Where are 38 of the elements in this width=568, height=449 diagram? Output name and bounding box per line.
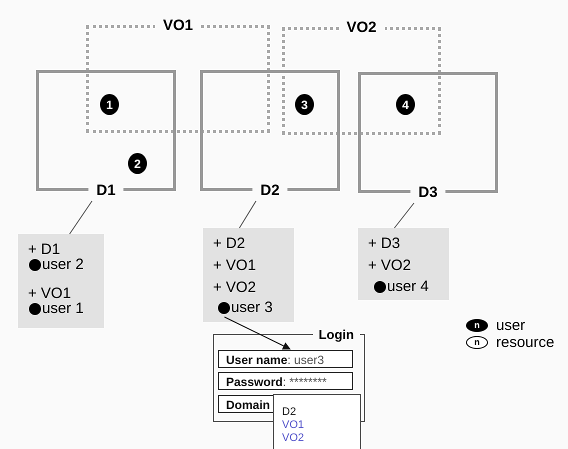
legend-label: resource xyxy=(496,335,554,350)
list-entry: + VO1 xyxy=(28,286,71,301)
number-badge: 3 xyxy=(295,94,314,115)
list-option: VO1 xyxy=(282,420,304,431)
list-entry: user 3 xyxy=(231,300,273,315)
group-title: VO1 xyxy=(155,18,201,33)
number-badge: 2 xyxy=(128,153,147,174)
legend-symbol-letter: n xyxy=(474,321,480,330)
leader-line xyxy=(69,200,92,234)
input-field: Domain xyxy=(218,395,274,413)
list-option: VO2 xyxy=(282,433,304,444)
list-entry: + D3 xyxy=(368,236,400,251)
domain-label: D2 xyxy=(252,183,288,198)
leader-line xyxy=(394,202,414,228)
panel-title: Login xyxy=(312,328,360,341)
legend-label: user xyxy=(496,318,526,333)
arrow xyxy=(224,316,291,350)
input-field: User name: user3 xyxy=(218,350,353,368)
input-field: Password: ******** xyxy=(218,372,353,390)
list-entry: user 2 xyxy=(42,257,84,272)
list-option: D2 xyxy=(282,407,296,418)
domain-label: D1 xyxy=(88,183,124,198)
list-entry: + D2 xyxy=(213,236,246,251)
number-badge: 4 xyxy=(396,94,415,115)
leader-line xyxy=(238,200,256,228)
list-entry: + VO1 xyxy=(213,258,256,273)
list-entry: + VO2 xyxy=(213,280,256,295)
info-panel xyxy=(358,228,449,300)
list-entry: user 1 xyxy=(42,301,84,316)
dropdown-list xyxy=(273,394,361,449)
list-entry: user 4 xyxy=(387,279,429,294)
info-panel xyxy=(203,228,294,322)
list-entry: + VO2 xyxy=(368,258,411,273)
legend-symbol-letter: n xyxy=(474,338,480,347)
list-entry: + D1 xyxy=(28,242,60,257)
domain-label: D3 xyxy=(410,185,446,200)
info-panel xyxy=(18,234,104,328)
number-badge: 1 xyxy=(100,94,119,115)
